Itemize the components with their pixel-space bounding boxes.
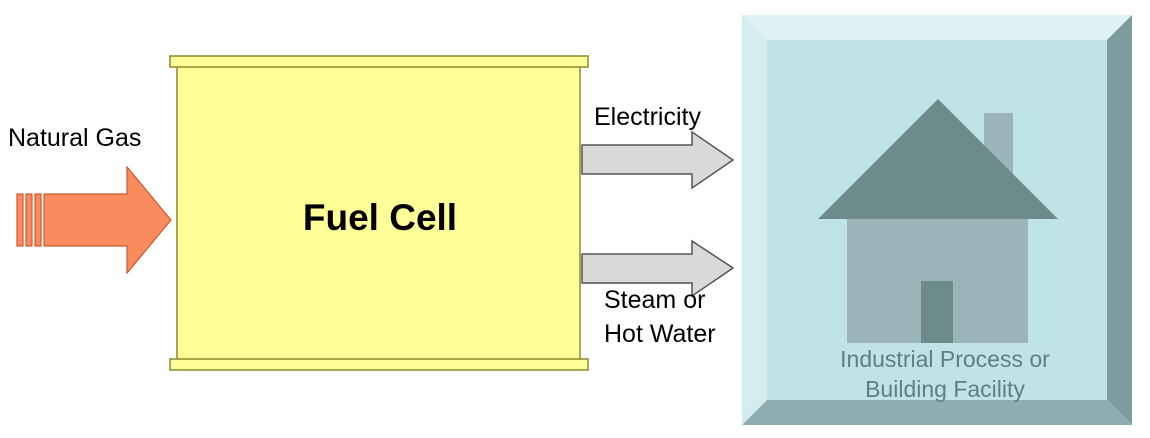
output-arrows <box>581 130 735 298</box>
facility-label-line2: Building Facility <box>865 376 1025 402</box>
panel-bevel-left <box>742 15 767 425</box>
gas-arrow-stripe-3 <box>34 193 42 247</box>
natural-gas-input: Natural Gas <box>8 124 172 275</box>
steam-arrow <box>581 239 735 298</box>
fuel-cell-body <box>176 61 581 361</box>
electricity-label: Electricity <box>594 103 701 131</box>
panel-bevel-right <box>1107 15 1132 425</box>
panel-bevel-bottom <box>742 400 1132 425</box>
gas-arrow-stripe-2 <box>25 193 33 247</box>
steam-label-line1: Steam or <box>604 286 705 314</box>
fuel-cell <box>169 55 589 371</box>
natural-gas-label: Natural Gas <box>8 124 141 152</box>
panel-bevel-top <box>742 15 1132 40</box>
facility-label-line1: Industrial Process or <box>840 346 1050 372</box>
steam-label-line2: Hot Water <box>604 320 716 348</box>
house-door <box>921 281 953 343</box>
gas-arrow-stripe-1 <box>16 193 24 247</box>
electricity-arrow <box>581 130 735 190</box>
natural-gas-arrow <box>16 165 172 275</box>
house-roof <box>818 99 1058 219</box>
fuel-cell-bottom-plate <box>169 358 589 371</box>
fuel-cell-title: Fuel Cell <box>303 197 457 238</box>
fuel-cell-top-plate <box>169 55 589 68</box>
gas-arrow-body <box>43 165 172 275</box>
house-icon <box>818 99 1058 343</box>
